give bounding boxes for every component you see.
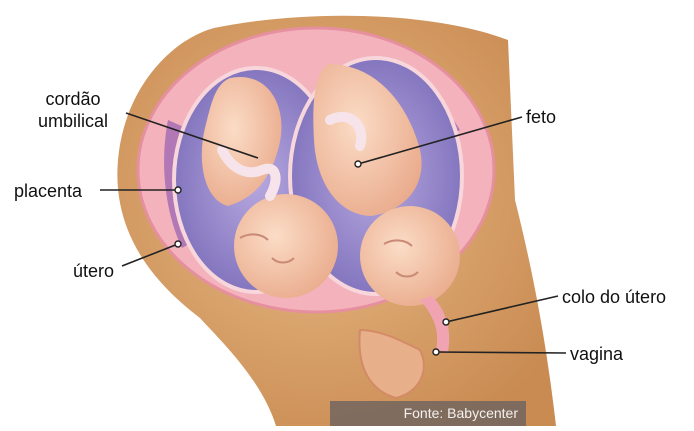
- label-cervix: colo do útero: [562, 286, 666, 308]
- label-placenta: placenta: [14, 180, 82, 202]
- fetus-left-head: [234, 194, 338, 298]
- label-uterus: útero: [73, 260, 114, 282]
- fetus-right-head: [360, 206, 460, 306]
- leader-vagina: [436, 352, 566, 353]
- source-credit: Fonte: Babycenter: [330, 401, 526, 426]
- label-umbilical-cord-line2: umbilical: [12, 110, 134, 132]
- label-fetus: feto: [526, 106, 556, 128]
- label-umbilical-cord: cordão umbilical: [12, 88, 134, 132]
- label-umbilical-cord-line1: cordão: [12, 88, 134, 110]
- label-vagina: vagina: [570, 343, 623, 365]
